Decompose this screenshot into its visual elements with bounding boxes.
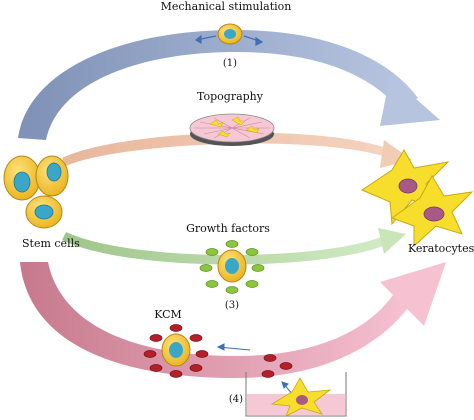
kcm-secreted-particles	[261, 354, 293, 378]
stretch-direction-arrows	[194, 34, 264, 46]
keratocytes-cluster	[360, 149, 474, 248]
mechanical-stimulation-label: Mechanical stimulation	[161, 0, 292, 13]
growth-number: (3)	[225, 300, 239, 311]
mechanical-number: (1)	[223, 58, 237, 69]
mechanical-pathway-arrow	[18, 30, 440, 140]
stem-cells-label: Stem cells	[22, 237, 80, 250]
topography-label: Topography	[197, 90, 264, 103]
stem-cells-cluster	[3, 155, 69, 229]
topography-substrate-icon	[189, 113, 275, 146]
culture-dish-icon	[245, 372, 347, 417]
growth-factor-pathway-arrow	[62, 228, 406, 265]
growth-factor-particles	[199, 240, 265, 294]
growth-factors-label: Growth factors	[186, 222, 270, 235]
stretched-cell-icon	[217, 23, 243, 45]
kcm-number: (4)	[229, 394, 243, 405]
kcm-transfer-arrow	[216, 343, 251, 351]
kcm-particles-around-cell	[143, 324, 209, 378]
keratocytes-label: Keratocytes	[408, 242, 474, 255]
kcm-label: KCM	[154, 308, 182, 321]
growth-factor-cell-icon	[217, 249, 247, 283]
kcm-cell-icon	[161, 333, 191, 367]
kcm-pathway-arrow	[20, 262, 446, 378]
